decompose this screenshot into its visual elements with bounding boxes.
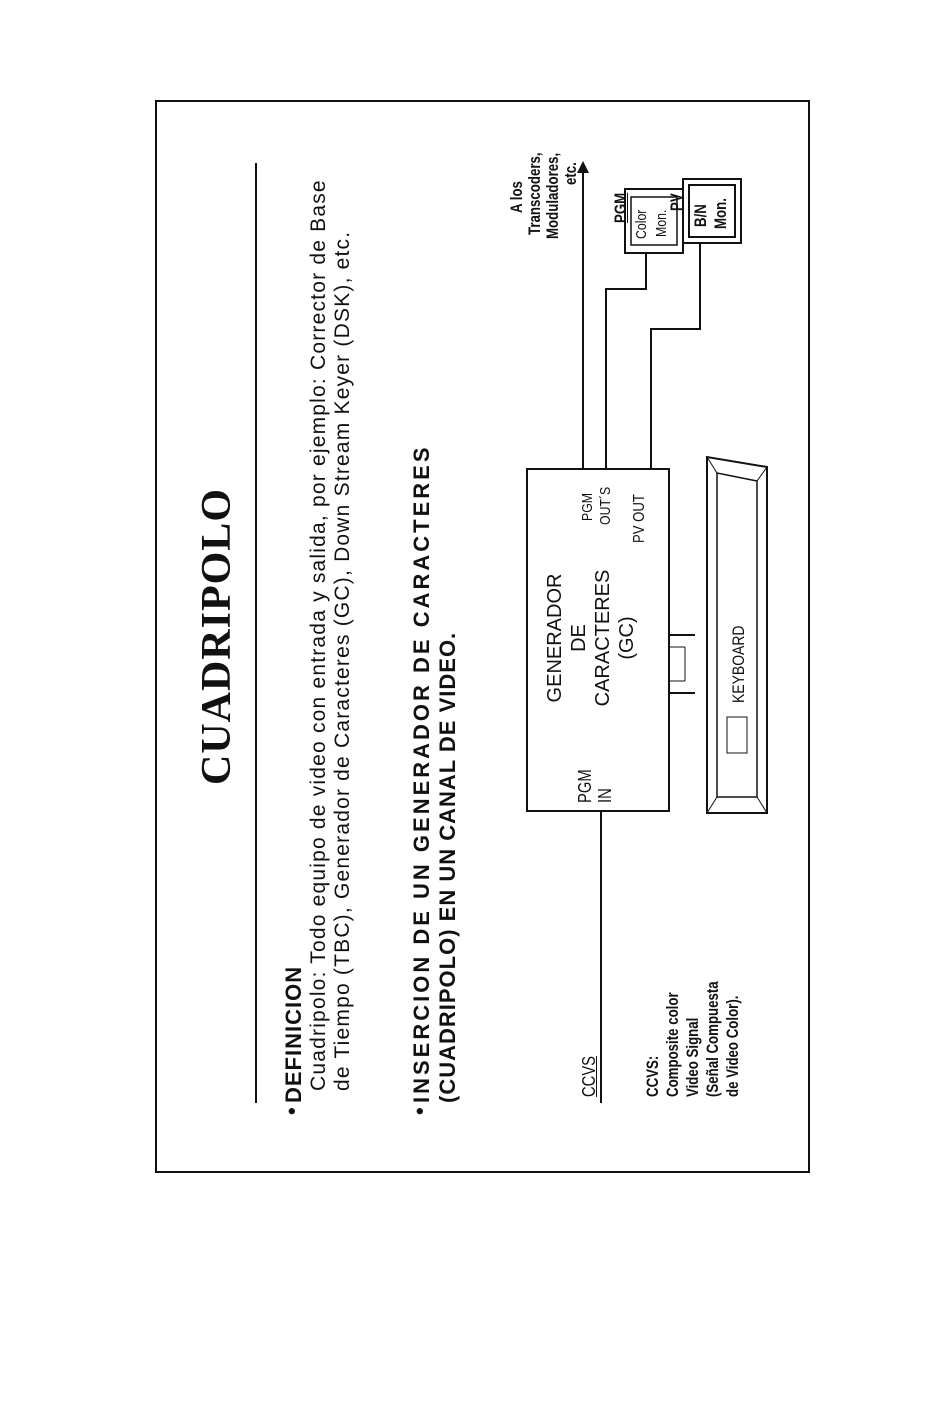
pv-monitor-label-1: B/N — [691, 204, 710, 227]
pv-monitor-line — [650, 243, 701, 469]
ccvs-note-line-3: Video Signal — [683, 1017, 702, 1097]
pv-monitor-label-2: Mon. — [711, 198, 730, 229]
diagram-lines — [526, 161, 768, 1103]
gc-name: GENERADOR DE CARACTERES (GC) — [543, 533, 639, 743]
gc-name-3: CARACTERES — [592, 569, 614, 707]
arrow-head — [577, 161, 589, 173]
bn-monitor-outer — [682, 178, 742, 244]
destination-line-1: A los — [507, 181, 526, 213]
pgm-monitor-line — [605, 253, 647, 469]
gc-name-1: GENERADOR — [544, 573, 566, 703]
ccvs-note-line-4: (Señal Compuesta — [703, 981, 722, 1097]
rotated-slide: CUADRIPOLO • DEFINICION Cuadripolo: Todo… — [155, 100, 810, 1173]
ccvs-input-label: CCVS — [579, 1055, 599, 1097]
gc-pgm-out-label-2: OUT´S — [597, 486, 614, 525]
ccvs-note-line-2: Composite color — [663, 992, 682, 1097]
gc-box — [526, 468, 670, 812]
pgm-monitor-label-1: Color — [633, 209, 650, 239]
bn-monitor-screen — [688, 184, 736, 238]
ccvs-note: CCVS: Composite color Video Signal (Seña… — [643, 949, 743, 1097]
gc-name-2: DE — [568, 624, 590, 652]
gc-pgm-in-label-2: IN — [595, 788, 615, 803]
keyboard-label: KEYBOARD — [729, 625, 748, 703]
pgm-monitor-label-2: Mon. — [653, 209, 670, 237]
pgm-monitor-tag: PGM — [611, 192, 630, 223]
ccvs-note-line-1: CCVS: — [643, 1055, 662, 1097]
gc-pgm-out-label-1: PGM — [579, 492, 596, 521]
gc-pv-out-label: PV OUT — [631, 494, 648, 543]
color-monitor-screen — [630, 196, 678, 246]
destination-line-2: Transcoders, — [525, 152, 544, 235]
gc-pgm-in-label-1: PGM — [575, 769, 595, 803]
destination-line-4: etc. — [561, 162, 580, 185]
ccvs-note-line-5: de Video Color). — [723, 995, 742, 1097]
pv-monitor-tag: PV — [667, 193, 686, 211]
destination-line-3: Moduladores, — [543, 152, 562, 239]
gc-name-4: (GC) — [616, 616, 638, 660]
